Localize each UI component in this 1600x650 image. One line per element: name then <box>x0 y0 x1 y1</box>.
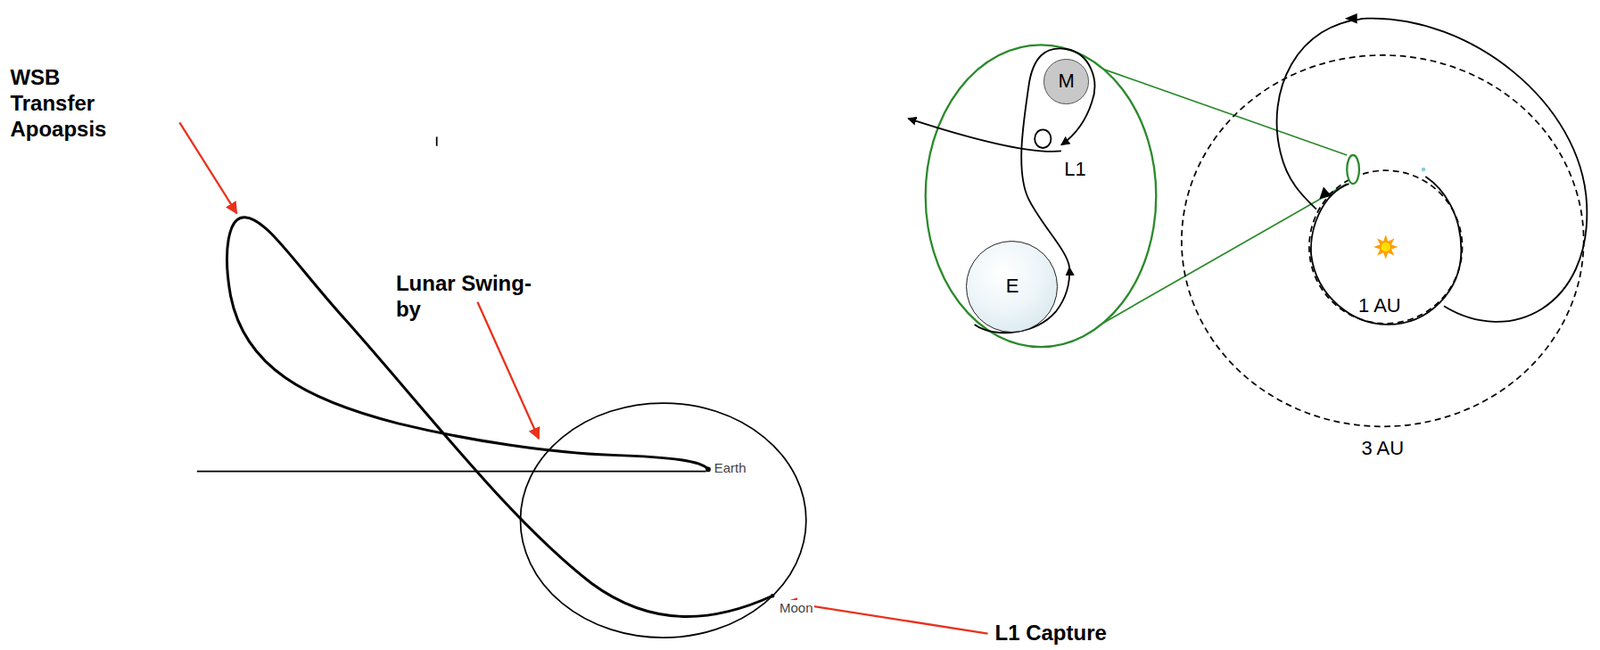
halo-orbit <box>1034 129 1051 149</box>
body-label: Earth <box>713 460 748 477</box>
leader-arrow <box>477 302 539 439</box>
callout-label: WSB Transfer Apoapsis <box>9 65 107 142</box>
orbit-3au <box>1181 55 1584 427</box>
body-label: Moon <box>778 600 815 617</box>
lunar-orbit <box>520 403 807 638</box>
earth-circle: E <box>965 240 1058 333</box>
distance-label: 1 AU <box>1358 294 1402 318</box>
moon-circle: M <box>1043 58 1089 104</box>
point-label: L1 <box>1063 157 1086 182</box>
sun-symbol <box>1373 234 1398 259</box>
zoom-marker <box>1346 155 1360 184</box>
heliocentric-trajectory <box>1311 176 1461 325</box>
body-letter: M <box>1057 70 1074 92</box>
tick-mark <box>436 136 438 146</box>
inset-trajectory <box>1021 48 1095 267</box>
callout-label: L1 Capture <box>995 621 1107 645</box>
direction-arrowhead <box>1319 186 1332 199</box>
body-letter: E <box>1006 275 1020 297</box>
wsb-trajectory <box>227 217 774 618</box>
leader-arrow <box>785 602 989 634</box>
leader-arrow <box>179 122 237 214</box>
callout-label: Lunar Swing- by <box>395 271 544 323</box>
distance-label: 3 AU <box>1360 437 1404 461</box>
zoom-line <box>1104 69 1347 156</box>
direction-arrowhead <box>1344 13 1358 24</box>
heliocentric-trajectory <box>1277 18 1588 322</box>
planet-dot <box>1421 167 1427 173</box>
sun-core <box>1381 242 1391 252</box>
reference-axis <box>197 470 707 473</box>
departure-trajectory <box>907 118 1062 152</box>
inset-ellipse <box>925 44 1157 347</box>
